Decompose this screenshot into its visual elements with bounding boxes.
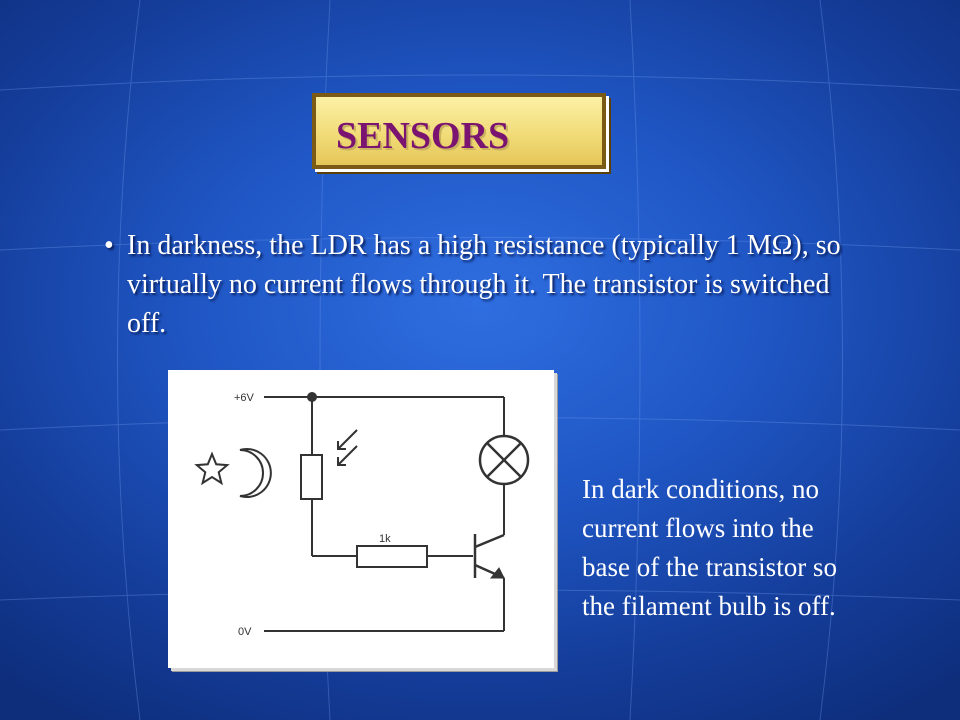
bullet-point: • In darkness, the LDR has a high resist… <box>104 226 864 343</box>
resistor-icon <box>356 545 428 568</box>
junction-dot <box>307 392 317 402</box>
resistor-label: 1k <box>379 533 391 545</box>
ldr-icon <box>300 429 358 500</box>
bullet-icon: • <box>104 230 114 261</box>
moon-icon <box>239 448 272 498</box>
circuit-drawing: +6V 0V 1k <box>194 392 530 638</box>
slide-title: SENSORS <box>336 115 510 157</box>
bullet-text: In darkness, the LDR has a high resistan… <box>127 230 841 339</box>
circuit-diagram: +6V 0V 1k <box>168 370 554 668</box>
caption-text: In dark conditions, no current flows int… <box>582 474 837 621</box>
star-icon <box>194 451 230 486</box>
lamp-icon <box>478 434 530 486</box>
ground-label: 0V <box>238 626 252 638</box>
title-box: SENSORS <box>312 93 606 169</box>
transistor-icon <box>473 533 505 580</box>
supply-label: +6V <box>234 392 255 404</box>
